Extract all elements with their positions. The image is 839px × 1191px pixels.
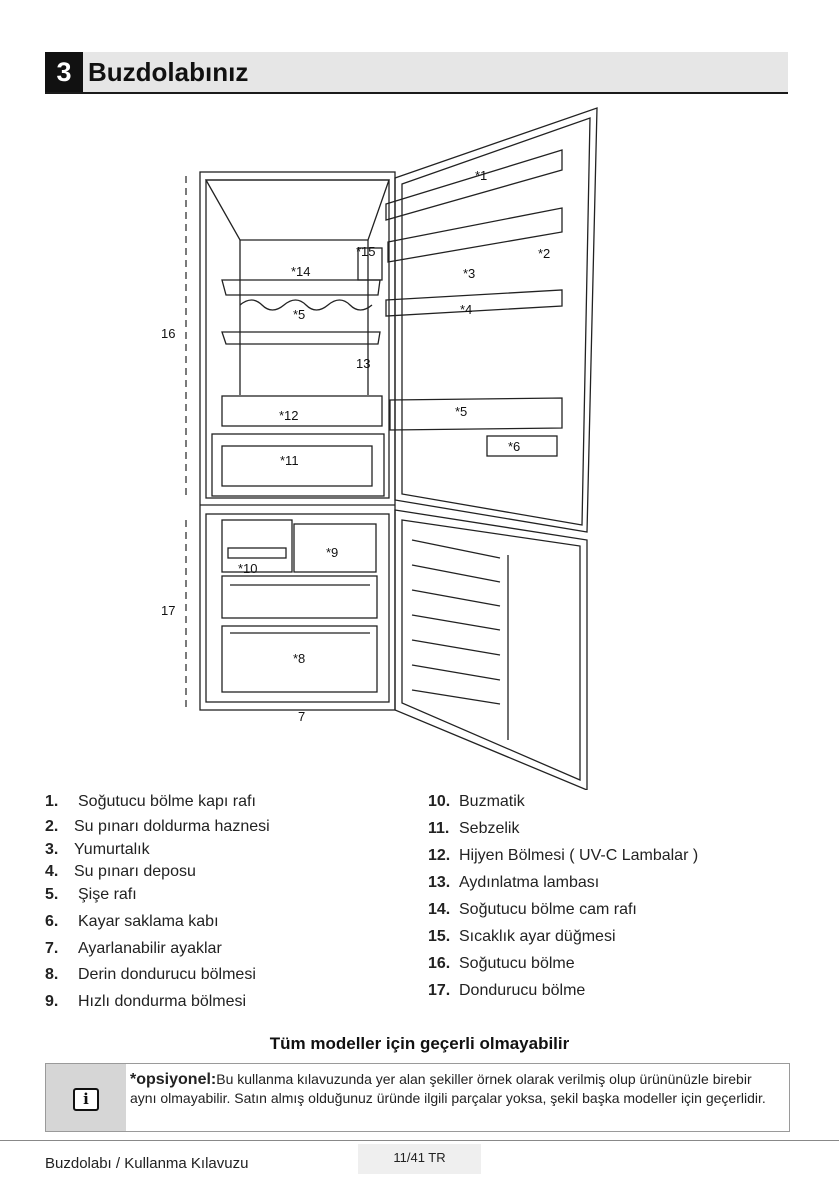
glass-shelf-top [221,279,381,296]
part-number: 2. [45,818,59,835]
optional-note-box: i *opsiyonel:Bu kullanma kılavuzunda yer… [45,1063,790,1132]
note-keyword: *opsiyonel: [130,1071,217,1088]
part-number: 7. [45,940,59,957]
part-label: Buzmatik [459,793,525,810]
footer-divider [0,1140,839,1141]
part-label: Kayar saklama kabı [78,913,219,930]
part-label: Sıcaklık ayar düğmesi [459,928,616,945]
freezer-door [394,509,588,790]
part-label: Şişe rafı [78,886,137,903]
diagram-label-5a: *5 [293,307,305,322]
part-number: 14. [428,901,451,918]
door-shelf-2 [387,207,563,263]
diagram-label-11: *11 [280,453,299,468]
part-label: Soğutucu bölme kapı rafı [78,793,256,810]
part-label: Soğutucu bölme [459,955,575,972]
part-number: 6. [45,913,59,930]
part-number: 8. [45,966,59,983]
diagram-label-4: *4 [460,302,472,317]
fast-freeze-drawer [293,523,377,573]
part-label: Soğutucu bölme cam rafı [459,901,637,918]
part-number: 15. [428,928,451,945]
door-bottle-shelf [389,397,563,431]
deep-freeze-drawer [221,625,378,693]
part-label: Derin dondurucu bölmesi [78,966,256,983]
part-label: Hızlı dondurma bölmesi [78,993,247,1010]
page-number: 11/41 TR [358,1144,481,1174]
diagram-label-17: 17 [161,603,175,618]
diagram-label-8: *8 [293,651,305,666]
bottle-rack [239,299,373,311]
diagram-label-6: *6 [508,439,520,454]
section-header: 3 Buzdolabınız [45,52,788,94]
part-number: 12. [428,847,451,864]
part-number: 3. [45,841,59,858]
diagram-label-3: *3 [463,266,475,281]
glass-shelf-mid [221,331,381,345]
door-shelf-1 [385,149,563,221]
part-number: 9. [45,993,59,1010]
part-number: 10. [428,793,451,810]
diagram-label-15: *15 [356,244,376,259]
footer-doc-title: Buzdolabı / Kullanma Kılavuzu [45,1155,249,1172]
part-number: 13. [428,874,451,891]
parts-list-left: 1. Soğutucu bölme kapı rafı 2. Su pınarı d… [45,793,405,1018]
note-icon-cell: i [46,1064,126,1131]
fridge-diagram: *1 *2 *3 *4 *5 *5 *6 7 *8 *9 *10 *11 *12… [161,107,598,790]
section-number: 3 [45,52,83,92]
part-label: Dondurucu bölme [459,982,586,999]
part-label: Hijyen Bölmesi ( UV-C Lambalar ) [459,847,699,864]
door-shelf-3 [385,289,563,317]
part-number: 16. [428,955,451,972]
diagram-label-7: 7 [298,709,305,724]
part-number: 1. [45,793,59,810]
part-number: 11. [428,820,450,837]
part-label: Su pınarı doldurma haznesi [74,818,270,835]
notice-title: Tüm modeller için geçerli olmayabilir [269,1034,570,1053]
diagram-label-1: *1 [475,168,487,183]
diagram-label-2: *2 [538,246,550,261]
part-number: 17. [428,982,451,999]
part-label: Ayarlanabilir ayaklar [78,940,222,957]
diagram-label-9: *9 [326,545,338,560]
diagram-label-10: *10 [238,561,258,576]
part-label: Sebzelik [459,820,520,837]
fridge-door [394,107,598,533]
hygiene-compartment [221,395,383,427]
diagram-label-5b: *5 [455,404,467,419]
sliding-container [486,435,558,457]
parts-list-right: 10. Buzmatik 11. Sebzelik 12. Hijyen Bölmes… [428,793,788,1009]
part-label: Yumurtalık [74,841,150,858]
diagram-label-13: 13 [356,356,370,371]
note-body: Bu kullanma kılavuzunda yer alan şekille… [130,1071,766,1106]
part-label: Aydınlatma lambası [459,874,600,891]
crisper-drawer [211,433,385,497]
part-number: 4. [45,863,59,880]
ice-maker [221,519,293,573]
note-text: *opsiyonel:Bu kullanma kılavuzunda yer a… [130,1070,780,1108]
part-label: Su pınarı deposu [74,863,196,880]
section-title: Buzdolabınız [88,57,249,87]
part-number: 5. [45,886,59,903]
diagram-label-14: *14 [291,264,311,279]
diagram-label-16: 16 [161,326,175,341]
diagram-label-12: *12 [279,408,299,423]
info-icon: i [73,1088,99,1111]
